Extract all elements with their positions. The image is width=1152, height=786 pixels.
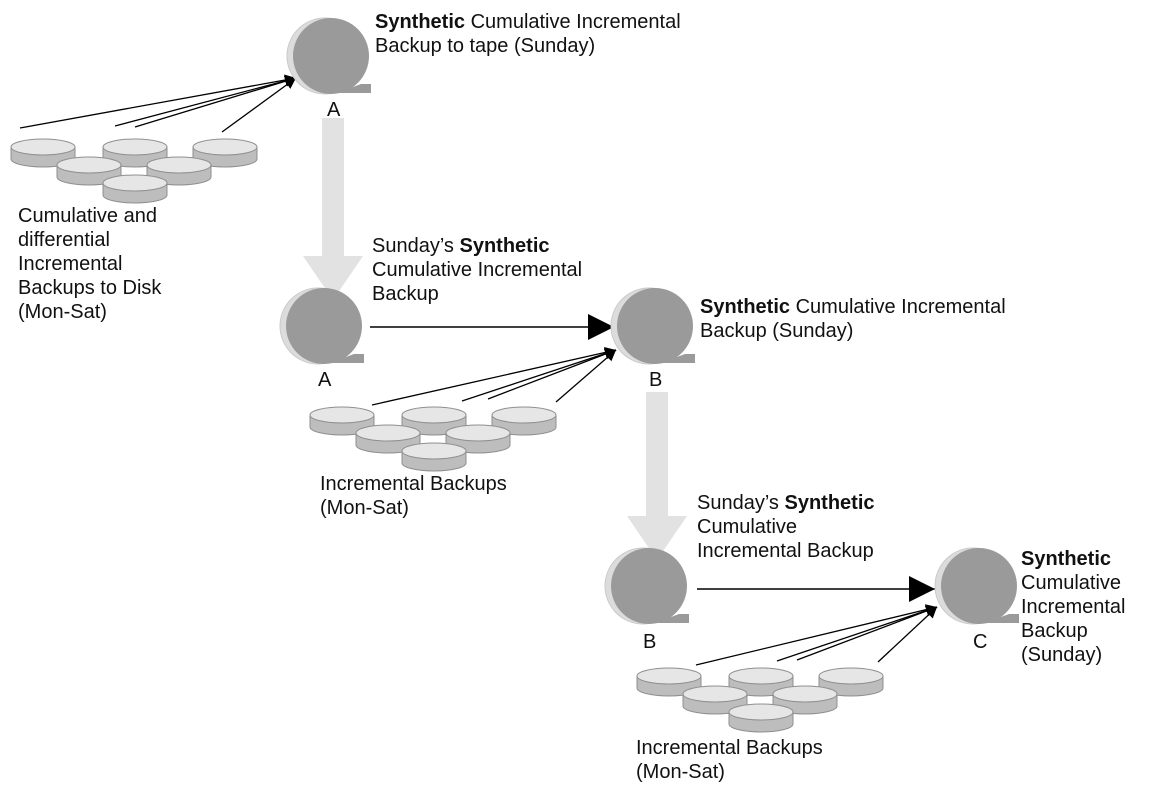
stage2-target-title-rest: Cumulative Incremental (790, 296, 1006, 318)
connector-arrow (796, 605, 938, 661)
connector-arrow (19, 74, 297, 129)
stage2-disk-caption-line: Incremental Backups (320, 473, 507, 495)
stage3-target-title: Synthetic Cumulative Incremental Backup … (1021, 547, 1126, 667)
connector-arrow (877, 606, 938, 663)
stage3-target-tape-reel-icon (934, 547, 1019, 625)
stage3-arrow-caption-pre: Sunday’s (697, 492, 785, 514)
connector-arrow (487, 348, 617, 400)
stage2-target-title-bold: Synthetic (700, 296, 791, 318)
stage1-tape-label: A (327, 99, 341, 121)
stage2-arrow-caption-line2: Cumulative Incremental (372, 259, 583, 281)
stage2-arrow-caption-pre: Sunday’s (372, 235, 460, 257)
stage1-disk-icon (102, 174, 168, 204)
connector-arrow (461, 348, 617, 402)
stage2-disk-icon (401, 442, 467, 472)
stage2-disk-caption-line: (Mon-Sat) (320, 497, 409, 519)
stage2-disk-icon (355, 424, 421, 454)
connector-arrow (555, 349, 617, 403)
stage1-disk-caption-line: Backups to Disk (18, 277, 162, 299)
stage3-disk-caption: Incremental Backups (Mon-Sat) (636, 736, 823, 784)
stage2-target-title-line2: Backup (Sunday) (700, 320, 854, 342)
stage2-arrow-caption-line3: Backup (372, 283, 439, 305)
stage2-target-title: Synthetic Cumulative Incremental Backup … (700, 295, 1006, 343)
stage2-arrow-caption-bold: Synthetic (459, 235, 550, 257)
stage3-source-label: B (643, 631, 657, 653)
stage2-target-label: B (649, 369, 663, 391)
stage3-source-tape-reel-icon (604, 547, 689, 625)
connector-arrow (221, 77, 297, 133)
stage1-disk-icon (192, 138, 258, 168)
stage1-disk-icon (10, 138, 76, 168)
connector-arrow (134, 75, 297, 128)
stage1-disk-caption: Cumulative and differential Incremental … (18, 204, 161, 324)
stage1-disk-caption-line: Cumulative and (18, 205, 157, 227)
stage2-disk-caption: Incremental Backups (Mon-Sat) (320, 472, 507, 520)
stage1-tape-reel-icon (286, 17, 371, 95)
stage1-disk-caption-line: differential (18, 229, 110, 251)
stage3-arrow-caption: Sunday’s Synthetic Cumulative Incrementa… (697, 491, 875, 563)
stage1-disk-caption-line: Incremental (18, 253, 123, 275)
stage3-target-title-line: (Sunday) (1021, 644, 1103, 666)
connector-arrow (776, 605, 938, 662)
stage2-arrow-caption: Sunday’s Synthetic Cumulative Incrementa… (372, 234, 582, 306)
stage1-disk-caption-line: (Mon-Sat) (18, 301, 107, 323)
stage3-arrow-caption-line3: Incremental Backup (697, 540, 874, 562)
stage3-target-title-line: Cumulative (1021, 572, 1122, 594)
connector-arrow (371, 347, 617, 406)
stage3-target-title-bold: Synthetic (1021, 548, 1112, 570)
stage1-title-rest: Cumulative Incremental (465, 11, 681, 33)
stage2-target-tape-reel-icon (610, 287, 695, 365)
stage3-target-title-line: Backup (1021, 620, 1088, 642)
stage3-target-title-line: Incremental (1021, 596, 1126, 618)
stage1-title: Synthetic Cumulative Incremental Backup … (375, 10, 681, 58)
stage3-arrow-caption-line2: Cumulative (697, 516, 798, 538)
stage1-title-line2: Backup to tape (Sunday) (375, 35, 596, 57)
stage3-target-label: C (973, 631, 988, 653)
connector-arrow (114, 75, 297, 127)
stage1-title-bold: Synthetic (375, 11, 466, 33)
stage3-disk-caption-line: (Mon-Sat) (636, 761, 725, 783)
stage2-source-tape-reel-icon (279, 287, 364, 365)
stage3-disk-icon (728, 703, 794, 733)
flow-arrow-down (627, 392, 687, 560)
flow-arrow-down (303, 118, 363, 300)
connector-arrow (695, 604, 938, 666)
stage3-disk-caption-line: Incremental Backups (636, 737, 823, 759)
stage2-source-label: A (318, 369, 332, 391)
stage3-arrow-caption-bold: Synthetic (784, 492, 875, 514)
